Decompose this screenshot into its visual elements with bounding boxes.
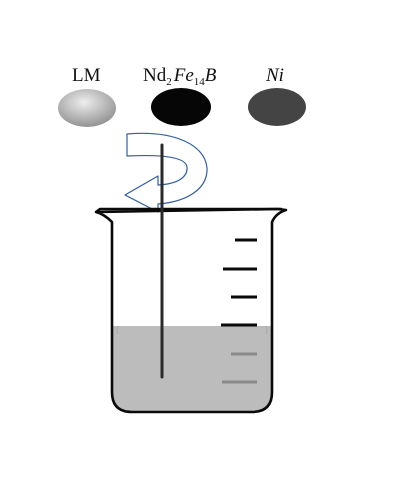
liquid-surface: [116, 325, 268, 335]
subscript-14: 14: [194, 76, 206, 88]
lm-label: LM: [72, 65, 101, 86]
nd2fe14b-ellipse: [151, 88, 211, 126]
beaker-icon: [94, 207, 288, 414]
b-text: B: [205, 65, 217, 86]
beaker-rim: [95, 207, 282, 214]
graduation-marks: [221, 238, 257, 384]
lm-ellipse: [58, 89, 116, 127]
nd-text: Nd: [143, 65, 167, 86]
ni-ellipse: [248, 88, 306, 126]
subscript-2: 2: [166, 76, 172, 88]
fe-text: Fe: [173, 65, 194, 86]
ni-label: Ni: [265, 65, 284, 86]
liquid: [112, 326, 272, 412]
stir-arrow-icon: [124, 132, 208, 213]
